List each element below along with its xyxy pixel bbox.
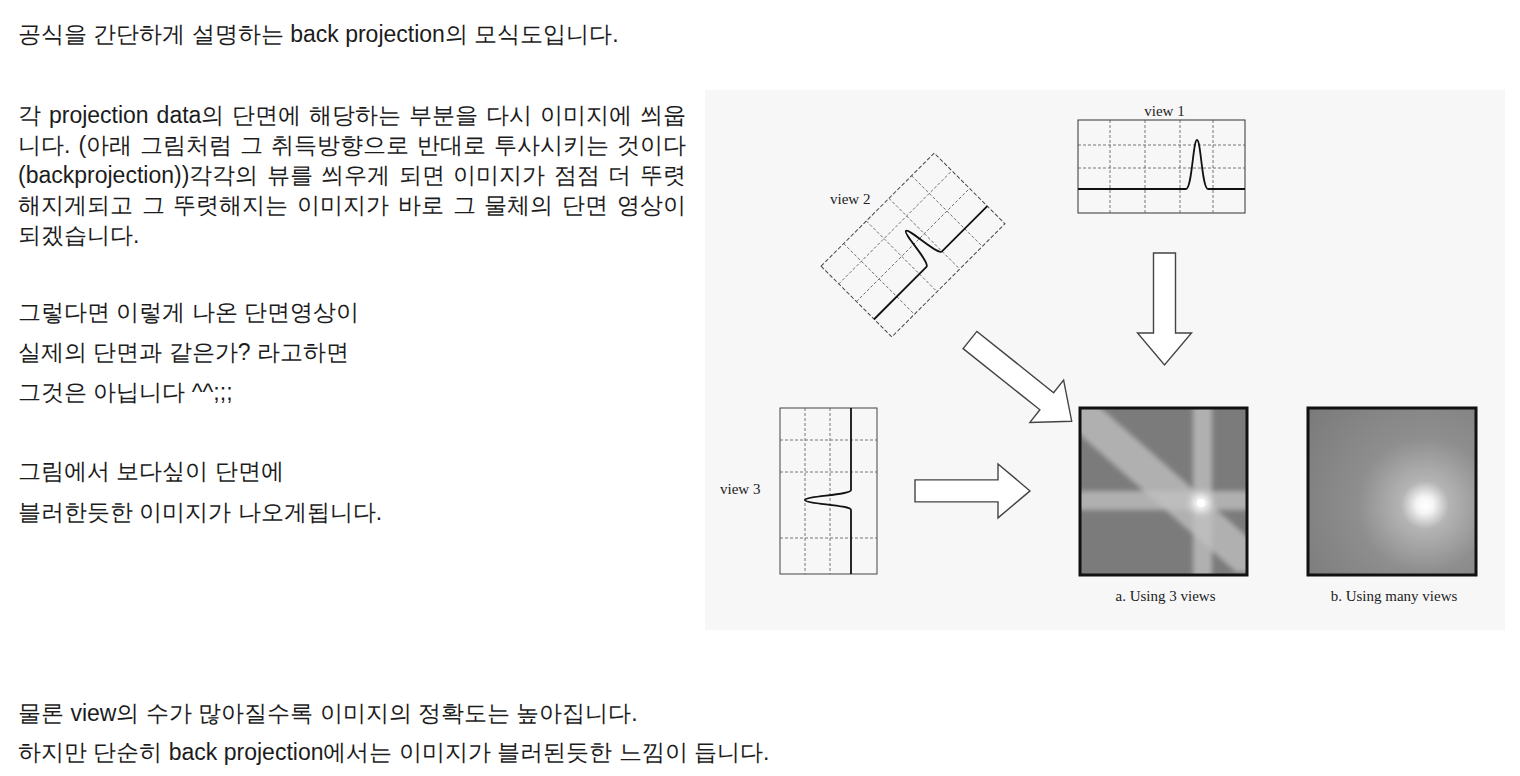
view1-grid-part bbox=[1078, 140, 1245, 189]
view1-grid-part-part bbox=[1110, 120, 1111, 213]
view2-grid bbox=[821, 153, 1005, 337]
backprojection-many-views-part bbox=[1420, 500, 1430, 510]
body-text: 물론 view의 수가 많아질수록 이미지의 정확도는 높아집니다. bbox=[18, 693, 638, 733]
reconstruction-panel: b. Using many views bbox=[1306, 406, 1482, 608]
backprojection-many-views bbox=[1308, 408, 1476, 575]
block-arrow bbox=[1138, 253, 1192, 365]
block-arrow bbox=[963, 331, 1072, 422]
block-arrow bbox=[915, 464, 1030, 518]
view-panel: view 3 bbox=[715, 404, 882, 580]
body-text: 그렇다면 이렇게 나온 단면영상이 bbox=[18, 292, 686, 332]
image-border bbox=[1308, 408, 1476, 575]
view2-grid-part-part bbox=[856, 188, 969, 301]
view1-grid-part bbox=[1078, 120, 1245, 213]
view-label: view 1 bbox=[1075, 102, 1254, 120]
view2-grid-part-part bbox=[912, 176, 983, 247]
backprojection-3-views-part bbox=[1197, 499, 1205, 507]
caption: b. Using many views bbox=[1306, 587, 1482, 605]
view-panel: view 2 bbox=[818, 150, 1008, 340]
body-text: 실제의 단면과 같은가? 라고하면 bbox=[18, 332, 686, 372]
view3-grid-part-part bbox=[805, 408, 806, 574]
view2-grid-part-part bbox=[839, 171, 952, 284]
view2-grid-part bbox=[821, 153, 1005, 337]
backprojection-3-views bbox=[1080, 408, 1247, 575]
view3-grid-part-part bbox=[780, 440, 877, 441]
view3-grid-part bbox=[805, 408, 851, 574]
view3-grid-part-part bbox=[780, 538, 877, 539]
view-label: view 3 bbox=[720, 480, 760, 498]
view1-grid-part-part bbox=[1145, 120, 1146, 213]
view3-grid-part bbox=[780, 408, 877, 574]
view3-grid-part-part bbox=[830, 408, 831, 574]
view1-grid-part-part bbox=[1213, 120, 1214, 213]
body-text: 블러한듯한 이미지가 나오게됩니다. bbox=[18, 492, 686, 533]
view1-grid-part bbox=[1078, 120, 1245, 213]
view3-grid-part-part bbox=[780, 472, 877, 473]
backprojection-many-views-part bbox=[1308, 408, 1476, 575]
caption: a. Using 3 views bbox=[1078, 587, 1253, 605]
backprojection-3-views-part-part bbox=[1080, 408, 1247, 572]
reconstruction-panel: a. Using 3 views bbox=[1078, 406, 1253, 608]
view2-grid-part-part bbox=[866, 221, 937, 292]
view1-grid-part-part bbox=[1078, 145, 1245, 146]
body-text: 공식을 간단하게 설명하는 back projection의 모식도입니다. bbox=[18, 18, 686, 50]
view2-grid-part bbox=[821, 153, 1005, 337]
view-label: view 2 bbox=[830, 190, 870, 208]
view3-grid bbox=[780, 408, 877, 574]
body-text: 그것은 아닙니다 ^^;;; bbox=[18, 372, 686, 412]
body-text: 하지만 단순히 back projection에서는 이미지가 블러된듯한 느낌… bbox=[18, 732, 769, 772]
figure-background bbox=[705, 90, 1505, 630]
view3-grid-part bbox=[780, 408, 877, 574]
view1-grid bbox=[1078, 120, 1245, 213]
text-column: 공식을 간단하게 설명하는 back projection의 모식도입니다. 각 … bbox=[18, 0, 686, 533]
view1-grid-part-part bbox=[1078, 168, 1245, 169]
backprojection-3-views-part bbox=[1192, 494, 1210, 512]
backprojection-3-views-part bbox=[1080, 408, 1247, 575]
body-text: 그림에서 보다싶이 단면에 bbox=[18, 451, 686, 492]
view1-grid-part-part bbox=[1180, 120, 1181, 213]
body-text: 각 projection data의 단면에 해당하는 부분을 다시 이미지에 … bbox=[18, 100, 686, 250]
view2-grid-part-part bbox=[844, 244, 915, 315]
image-border bbox=[1080, 408, 1247, 575]
view-panel: view 1 bbox=[1075, 100, 1254, 216]
